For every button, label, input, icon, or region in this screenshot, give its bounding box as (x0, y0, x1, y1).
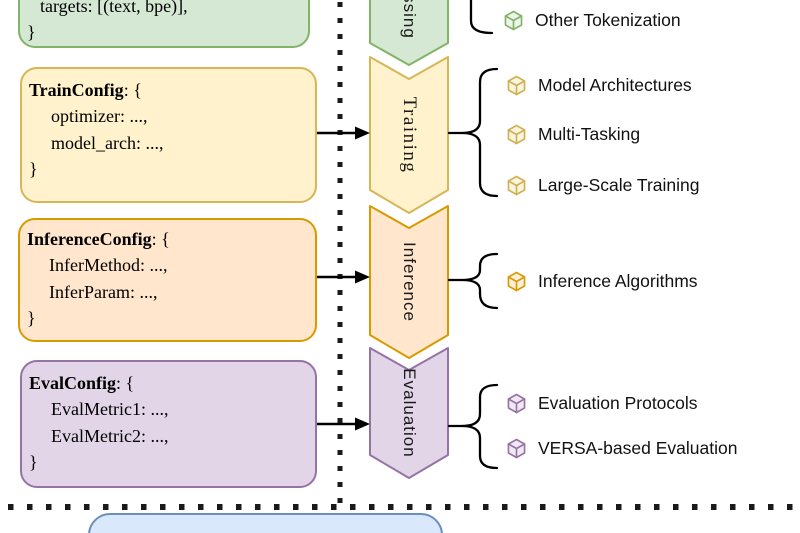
cube-icon (507, 271, 526, 291)
module-label: Inference Algorithms (538, 270, 698, 291)
config-opener: : { (151, 229, 170, 249)
cube-icon (507, 75, 526, 95)
config-name: EvalConfig (29, 373, 117, 393)
module-item-other-tokenization: Other Tokenization (502, 7, 681, 33)
arrow-eval-to-evaluation (315, 417, 370, 431)
config-name: InferenceConfig (27, 229, 152, 249)
config-field: InferMethod: ..., (49, 255, 168, 276)
module-label: Multi-Tasking (538, 123, 641, 144)
config-field: InferParam: ..., (49, 281, 158, 302)
chevron-training (369, 56, 449, 214)
config-close-brace: } (27, 22, 36, 43)
train-config-box: TrainConfig: { optimizer: ..., model_arc… (20, 67, 317, 203)
cube-icon (507, 393, 526, 413)
config-title: EvalConfig: { (29, 370, 312, 396)
config-field: targets: [(text, bpe)], (40, 0, 188, 16)
config-opener: : { (116, 373, 135, 393)
cube-icon (507, 175, 526, 195)
chevron-preprocessing (369, 0, 449, 66)
chevron-inference (369, 205, 449, 359)
cube-icon (504, 10, 523, 30)
config-name: TrainConfig (29, 80, 124, 100)
module-label: Model Architectures (538, 74, 692, 95)
module-item-versa-based-evaluation: VERSA-based Evaluation (505, 435, 737, 461)
config-field: EvalMetric1: ..., (51, 399, 169, 420)
module-item-multi-tasking: Multi-Tasking (505, 121, 640, 147)
eval-config-box: EvalConfig: { EvalMetric1: ..., EvalMetr… (20, 360, 317, 488)
config-title: InferenceConfig: { (27, 226, 312, 252)
cube-icon (507, 438, 526, 458)
data-config-box: targets: [(text, bpe)], } (18, 0, 310, 48)
config-opener: : { (123, 80, 142, 100)
arrow-train-to-training (317, 126, 370, 140)
config-field: model_arch: ..., (51, 132, 164, 153)
stage-label-training: Training (399, 96, 420, 174)
module-label: VERSA-based Evaluation (538, 437, 738, 458)
config-close-brace: } (27, 307, 36, 328)
module-label: Evaluation Protocols (538, 392, 698, 413)
brace-training (447, 67, 499, 198)
inference-config-box: InferenceConfig: { InferMethod: ..., Inf… (18, 218, 317, 342)
stage-label-inference: Inference (400, 242, 419, 322)
brace-preprocessing (469, 0, 494, 35)
module-item-large-scale-training: Large-Scale Training (505, 172, 699, 198)
stage-label-evaluation: Evaluation (400, 368, 419, 458)
chevron-evaluation (369, 347, 449, 479)
brace-evaluation (447, 383, 499, 470)
module-item-inference-algorithms: Inference Algorithms (505, 268, 698, 294)
module-item-evaluation-protocols: Evaluation Protocols (505, 390, 698, 416)
module-label: Other Tokenization (535, 9, 681, 30)
config-title: TrainConfig: { (29, 77, 312, 103)
config-close-brace: } (29, 158, 38, 179)
config-field: optimizer: ..., (51, 106, 148, 127)
config-field: EvalMetric2: ..., (51, 425, 169, 446)
brace-inference (447, 252, 499, 310)
bottom-section-box (88, 513, 443, 533)
stage-label-preprocessing: Preprocessing (399, 0, 419, 39)
module-label: Large-Scale Training (538, 174, 700, 195)
module-item-model-architectures: Model Architectures (505, 72, 692, 98)
arrow-inference-to-inference (317, 270, 370, 284)
cube-icon (507, 124, 526, 144)
config-close-brace: } (29, 451, 38, 472)
